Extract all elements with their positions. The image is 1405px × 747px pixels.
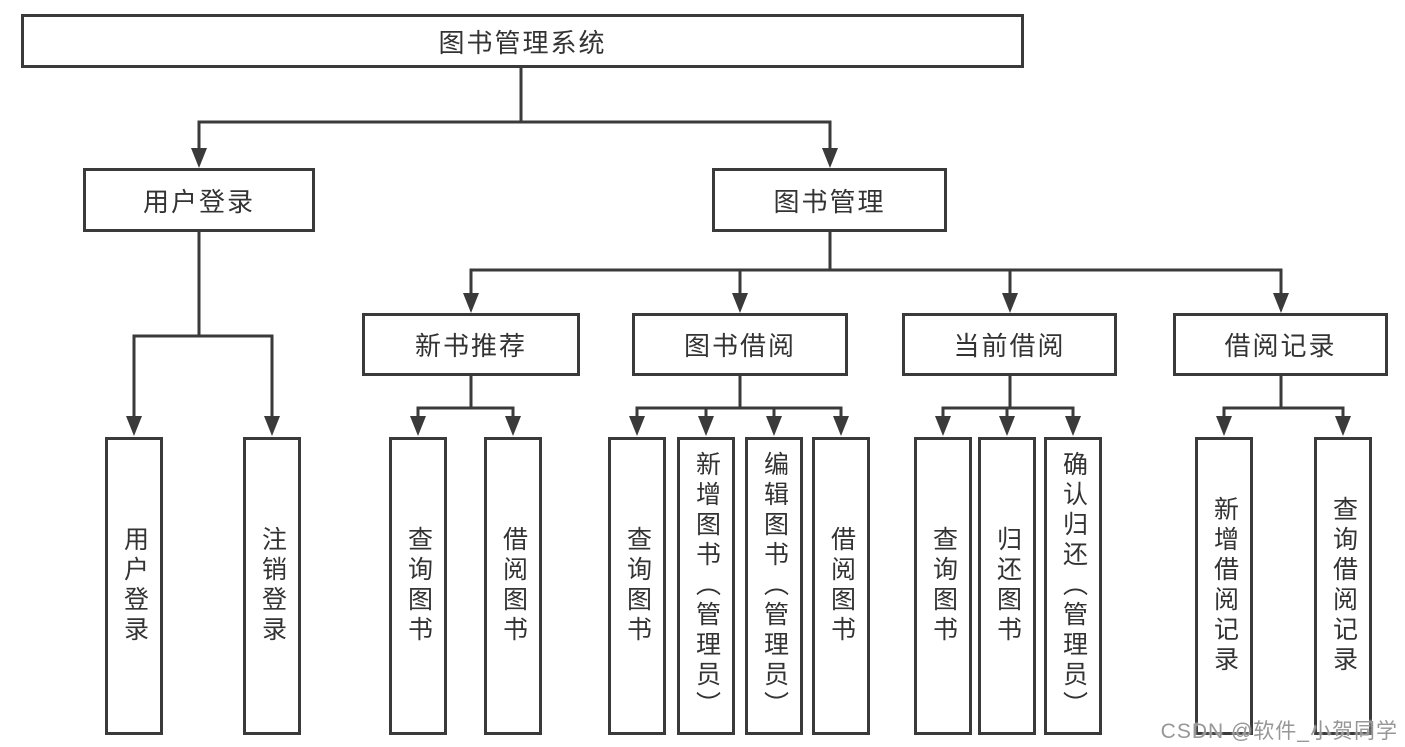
leaf-label: 归还图书 bbox=[993, 526, 1022, 646]
leaf-label: 注销登录 bbox=[258, 526, 287, 646]
leaf-query-books-recommend: 查询图书 bbox=[389, 437, 447, 735]
node-new-book-recommendation: 新书推荐 bbox=[362, 313, 580, 376]
node-current-borrowing: 当前借阅 bbox=[902, 313, 1117, 376]
node-book-management: 图书管理 bbox=[712, 168, 947, 232]
leaf-label: 查询图书 bbox=[404, 526, 433, 646]
node-label: 借阅记录 bbox=[1224, 331, 1337, 361]
leaf-borrow-books: 借阅图书 bbox=[812, 437, 870, 735]
node-label: 新书推荐 bbox=[414, 331, 527, 361]
leaf-label: 新增图书（管理员） bbox=[692, 451, 721, 721]
leaf-label: 查询图书 bbox=[623, 526, 652, 646]
node-library-management-system: 图书管理系统 bbox=[21, 14, 1024, 68]
leaf-edit-book-admin: 编辑图书（管理员） bbox=[745, 437, 803, 735]
leaf-query-books-borrow: 查询图书 bbox=[608, 437, 666, 735]
leaf-borrow-books-recommend: 借阅图书 bbox=[484, 437, 542, 735]
leaf-label: 编辑图书（管理员） bbox=[760, 451, 789, 721]
leaf-logout: 注销登录 bbox=[243, 437, 301, 735]
leaf-user-login: 用户登录 bbox=[105, 437, 163, 735]
leaf-label: 新增借阅记录 bbox=[1210, 496, 1239, 676]
node-label: 图书管理系统 bbox=[438, 27, 607, 58]
leaf-confirm-return-admin: 确认归还（管理员） bbox=[1044, 437, 1102, 735]
leaf-return-book: 归还图书 bbox=[978, 437, 1036, 735]
node-label: 用户登录 bbox=[142, 186, 255, 217]
node-book-borrowing: 图书借阅 bbox=[632, 313, 848, 376]
node-label: 图书管理 bbox=[773, 186, 886, 217]
leaf-query-books-current: 查询图书 bbox=[914, 437, 972, 735]
leaf-label: 借阅图书 bbox=[827, 526, 856, 646]
leaf-add-borrow-record: 新增借阅记录 bbox=[1195, 437, 1253, 735]
leaf-query-borrow-record: 查询借阅记录 bbox=[1314, 437, 1372, 735]
leaf-add-book-admin: 新增图书（管理员） bbox=[677, 437, 735, 735]
leaf-label: 确认归还（管理员） bbox=[1059, 451, 1088, 721]
leaf-label: 查询借阅记录 bbox=[1329, 496, 1358, 676]
node-label: 当前借阅 bbox=[953, 331, 1066, 361]
leaf-label: 用户登录 bbox=[120, 526, 149, 646]
node-label: 图书借阅 bbox=[683, 331, 796, 361]
node-user-login: 用户登录 bbox=[83, 168, 315, 232]
leaf-label: 借阅图书 bbox=[499, 526, 528, 646]
node-borrowing-records: 借阅记录 bbox=[1173, 313, 1388, 376]
leaf-label: 查询图书 bbox=[929, 526, 958, 646]
csdn-watermark: CSDN @软件_小贺同学 bbox=[1160, 720, 1398, 743]
